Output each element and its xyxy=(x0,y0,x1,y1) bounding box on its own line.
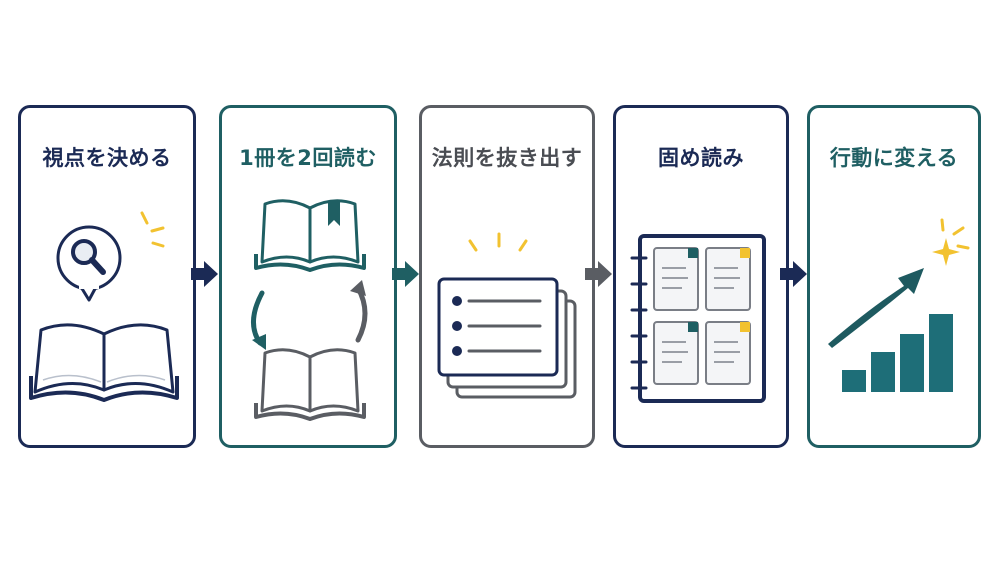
step-card-4: 固め読み xyxy=(613,105,789,448)
step-title-1: 視点を決める xyxy=(42,146,172,170)
arrow-right-icon xyxy=(191,261,218,287)
read-twice-books-icon xyxy=(251,199,368,421)
step-title-5: 行動に変える xyxy=(829,146,959,170)
arrow-right-icon xyxy=(780,261,807,287)
book-with-magnifier-icon xyxy=(29,211,179,402)
step-title-2: 1冊を2回読む xyxy=(239,146,377,170)
step-card-2: 1冊を2回読む xyxy=(219,105,397,448)
step-card-1: 視点を決める xyxy=(18,105,196,448)
step-title-4: 固め読み xyxy=(658,146,744,170)
step-card-5: 行動に変える xyxy=(807,105,981,448)
step-card-3: 法則を抜き出す xyxy=(419,105,595,448)
step-title-3: 法則を抜き出す xyxy=(431,146,583,170)
arrow-right-icon xyxy=(392,261,419,287)
notebook-notes-icon xyxy=(630,234,766,403)
growth-chart-icon xyxy=(828,218,970,392)
extracted-list-cards-icon xyxy=(437,232,577,399)
arrow-right-icon xyxy=(585,261,612,287)
